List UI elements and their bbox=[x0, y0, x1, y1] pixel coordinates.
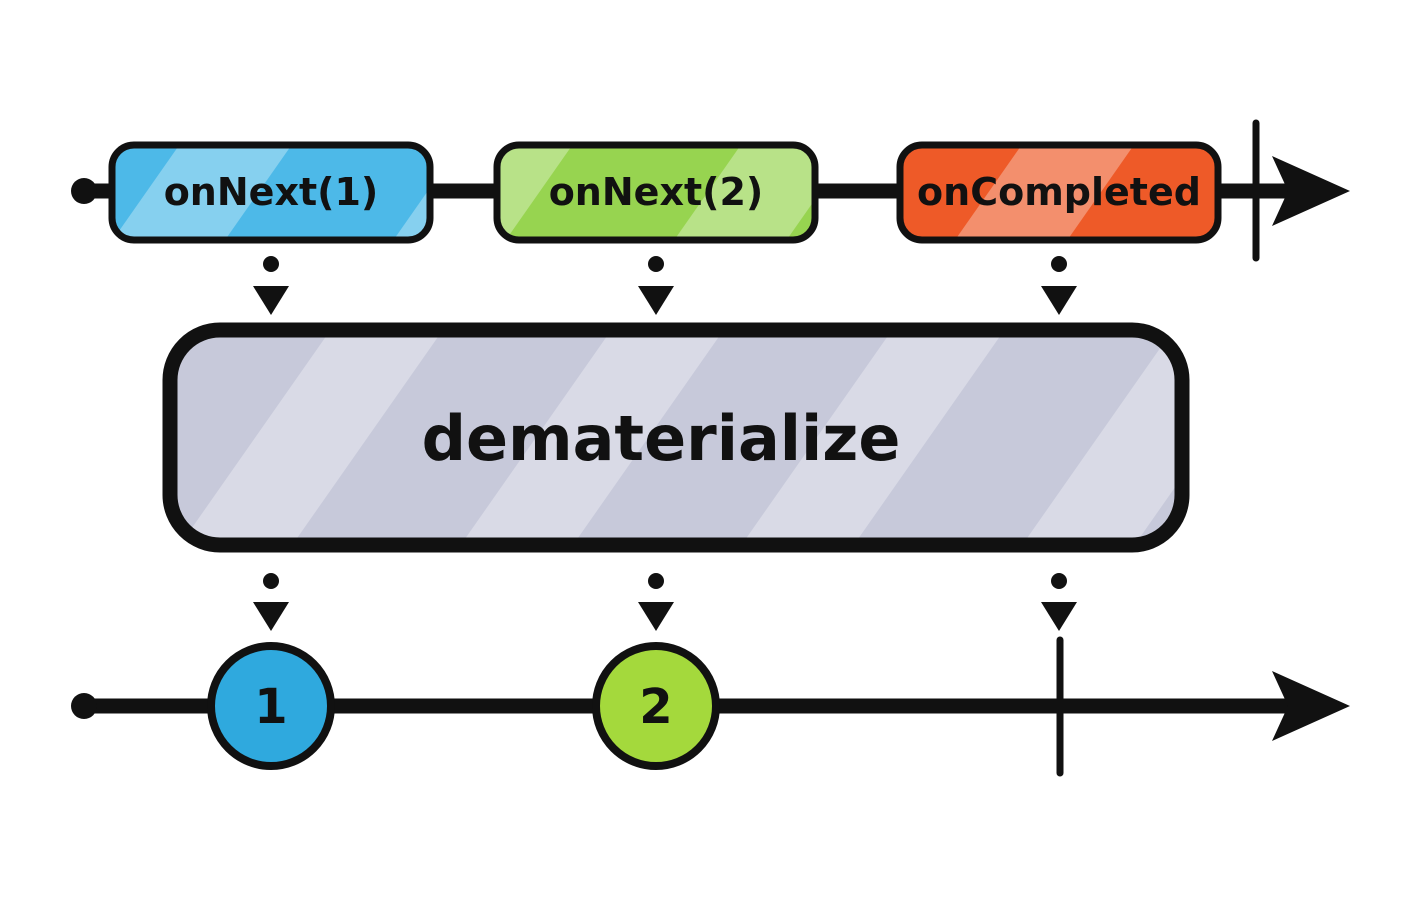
marble-2-label: 2 bbox=[639, 679, 672, 735]
down-arrow-bottom-3 bbox=[1041, 573, 1077, 631]
output-timeline-start-cap bbox=[71, 693, 97, 719]
down-arrow-dot-icon bbox=[1051, 256, 1067, 272]
output-timeline-arrow-icon bbox=[1272, 671, 1350, 741]
event-oncompleted-border bbox=[896, 141, 1222, 244]
operator-box-border bbox=[162, 322, 1190, 553]
down-arrow-bottom-2 bbox=[638, 573, 674, 631]
marble-1: 1 bbox=[207, 642, 335, 770]
event-onnext-1-highlight bbox=[112, 145, 430, 240]
marble-1-circle bbox=[207, 642, 335, 770]
marble-2: 2 bbox=[592, 642, 720, 770]
down-arrow-head-icon bbox=[1041, 286, 1077, 315]
event-onnext-2: onNext(2) bbox=[493, 141, 819, 244]
operator-box: dematerialize bbox=[162, 322, 1190, 553]
down-arrow-dot-icon bbox=[648, 573, 664, 589]
event-oncompleted-label: onCompleted bbox=[917, 170, 1201, 214]
event-onnext-2-border bbox=[493, 141, 819, 244]
event-onnext-1: onNext(1) bbox=[108, 141, 434, 244]
down-arrow-top-1 bbox=[253, 256, 289, 315]
event-onnext-1-label: onNext(1) bbox=[164, 170, 379, 214]
event-onnext-1-border bbox=[108, 141, 434, 244]
source-timeline-start-cap bbox=[71, 178, 97, 204]
event-oncompleted: onCompleted bbox=[896, 141, 1222, 244]
down-arrow-head-icon bbox=[253, 602, 289, 631]
source-timeline-arrow-icon bbox=[1272, 156, 1350, 226]
down-arrow-top-3 bbox=[1041, 256, 1077, 315]
down-arrow-dot-icon bbox=[1051, 573, 1067, 589]
operator-label: dematerialize bbox=[422, 402, 901, 475]
down-arrow-top-2 bbox=[638, 256, 674, 315]
down-arrow-bottom-1 bbox=[253, 573, 289, 631]
marble-2-circle bbox=[592, 642, 720, 770]
down-arrow-head-icon bbox=[253, 286, 289, 315]
down-arrow-head-icon bbox=[1041, 602, 1077, 631]
event-oncompleted-highlight bbox=[900, 145, 1218, 240]
down-arrow-dot-icon bbox=[263, 256, 279, 272]
marble-1-label: 1 bbox=[254, 679, 287, 735]
event-onnext-2-label: onNext(2) bbox=[549, 170, 764, 214]
down-arrow-head-icon bbox=[638, 286, 674, 315]
event-onnext-2-highlight bbox=[497, 145, 815, 240]
down-arrow-dot-icon bbox=[263, 573, 279, 589]
down-arrow-dot-icon bbox=[648, 256, 664, 272]
operator-box-highlight bbox=[170, 330, 1182, 545]
down-arrow-head-icon bbox=[638, 602, 674, 631]
